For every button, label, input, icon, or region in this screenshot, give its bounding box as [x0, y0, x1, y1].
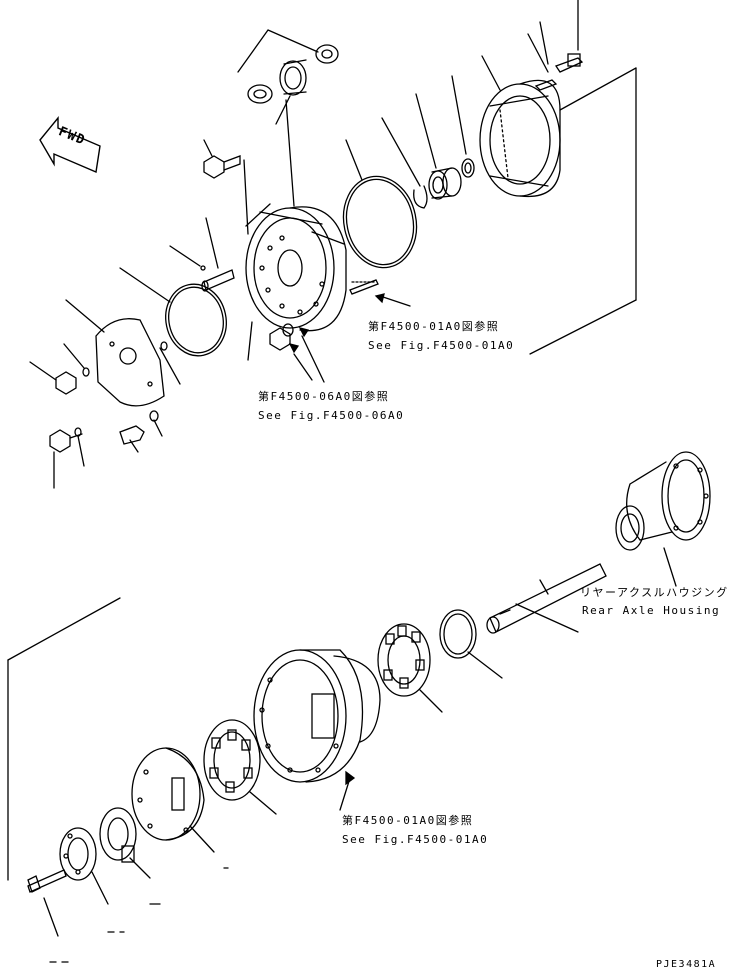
tapered-roller-bearing-lower: [203, 719, 277, 815]
drawing-id: PJE3481A: [656, 959, 717, 970]
planetary-carrier-plate: [243, 99, 347, 332]
rear-axle-housing: [615, 451, 711, 587]
lock-plate: [99, 807, 151, 879]
hex-bolt-top-left: [203, 139, 241, 179]
reference-upper-ja: 第F4500-01A0図参照: [368, 320, 500, 333]
o-ring-large-top: [342, 139, 418, 269]
planet-pin-shaft: [201, 217, 411, 307]
fwd-arrow-icon: [39, 116, 101, 173]
needle-bearing-top: [381, 75, 475, 209]
reference-middle-ja: 第F4500-06A0図参照: [258, 390, 390, 403]
housing-label-ja: リヤーアクスルハウジング: [580, 586, 729, 599]
reference-upper-en: See Fig.F4500-01A0: [368, 339, 515, 352]
long-hex-bolt: [27, 869, 67, 937]
reference-dashes: [49, 867, 229, 963]
reference-lower-ja: 第F4500-01A0図参照: [342, 814, 474, 827]
housing-label-en: Rear Axle Housing: [582, 604, 721, 617]
nut-with-reference-arrows: [247, 321, 325, 383]
tapered-roller-bearing-upper: [377, 623, 443, 713]
pin-and-bolt-top-right: [527, 0, 584, 91]
axle-shaft: [486, 563, 607, 634]
callout-frame-lower: [7, 597, 121, 881]
roller-bearing-pair-top: [237, 29, 339, 125]
flange-plate: [131, 747, 215, 853]
fasteners-left: [29, 341, 168, 489]
o-ring-mid: [119, 245, 227, 357]
hub-housing: [253, 649, 381, 811]
bearing-cup: [439, 609, 503, 679]
reference-lower-en: See Fig.F4500-01A0: [342, 833, 489, 846]
thrust-washer: [59, 827, 109, 905]
cover-plate: [65, 299, 181, 407]
reference-middle-en: See Fig.F4500-06A0: [258, 409, 405, 422]
callout-frame-upper: [529, 67, 637, 355]
ring-gear-top: [479, 55, 561, 198]
